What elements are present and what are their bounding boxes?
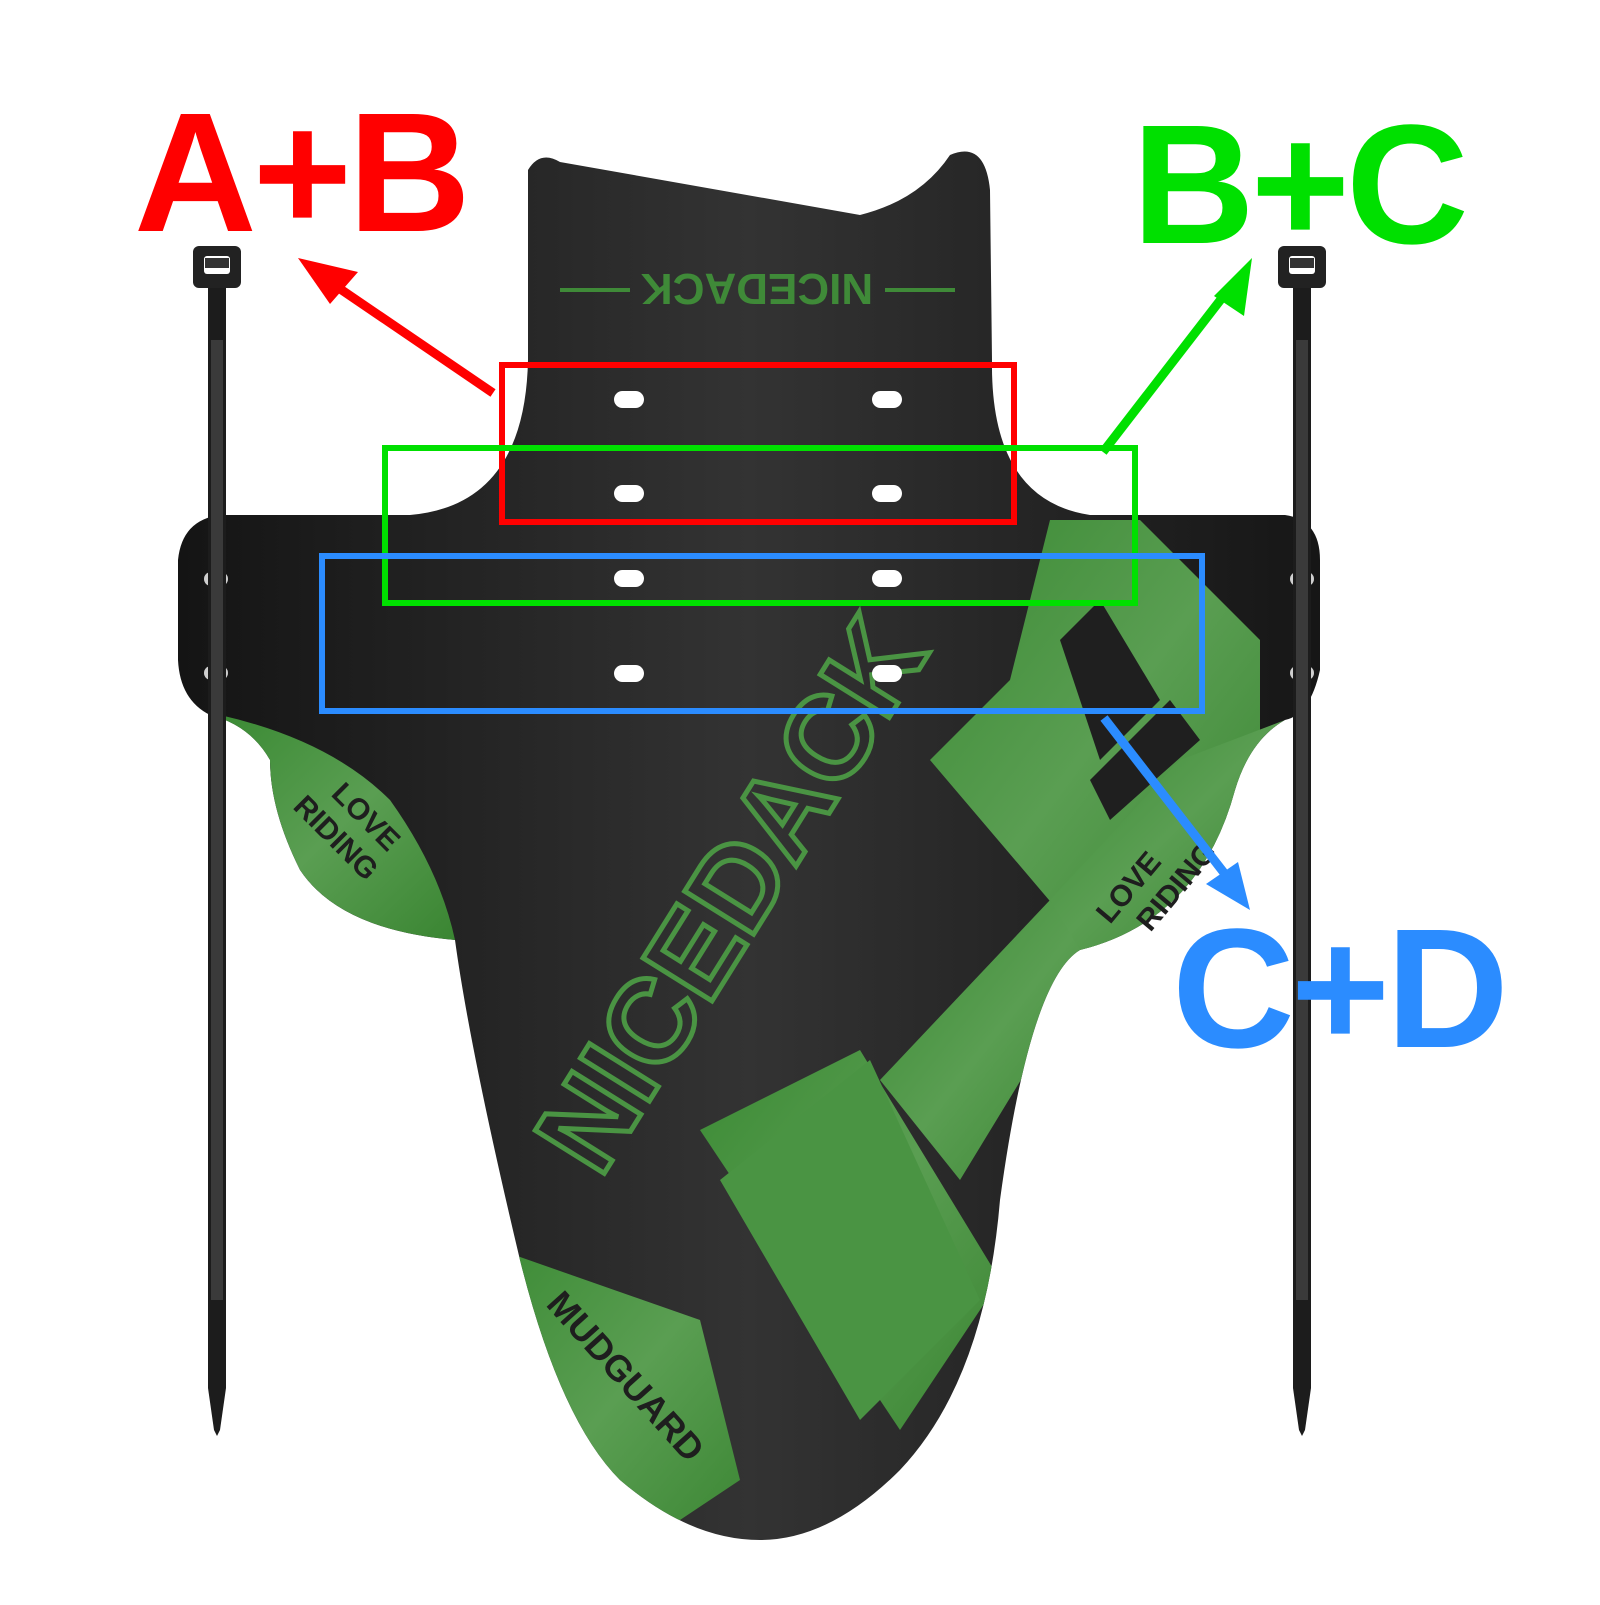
green-print xyxy=(220,520,1285,1541)
label-ab: A+B xyxy=(134,78,471,268)
top-brand-print: NICEDACK xyxy=(560,264,955,313)
slot-b-left xyxy=(614,485,644,502)
arrow-icon xyxy=(298,258,496,397)
slot-c-left xyxy=(614,570,644,587)
slot-b-right xyxy=(872,485,902,502)
slot-c-right xyxy=(872,570,902,587)
cable-tie-icon xyxy=(193,246,241,1436)
label-cd: C+D xyxy=(1172,894,1509,1084)
mudguard-body xyxy=(178,151,1320,1541)
bc-highlight-box xyxy=(382,445,1138,606)
slot-a-right xyxy=(872,391,902,408)
cd-highlight-box xyxy=(319,553,1205,714)
brand-top: NICEDACK xyxy=(641,264,873,313)
arrow-icon xyxy=(1099,258,1252,455)
slot-a-left xyxy=(614,391,644,408)
arrow-icon xyxy=(1100,715,1250,910)
ab-highlight-box xyxy=(499,362,1017,525)
cable-tie-icon xyxy=(1278,246,1326,1436)
slot-d-right xyxy=(872,665,902,682)
slot-d-left xyxy=(614,665,644,682)
label-bc: B+C xyxy=(1132,90,1469,280)
